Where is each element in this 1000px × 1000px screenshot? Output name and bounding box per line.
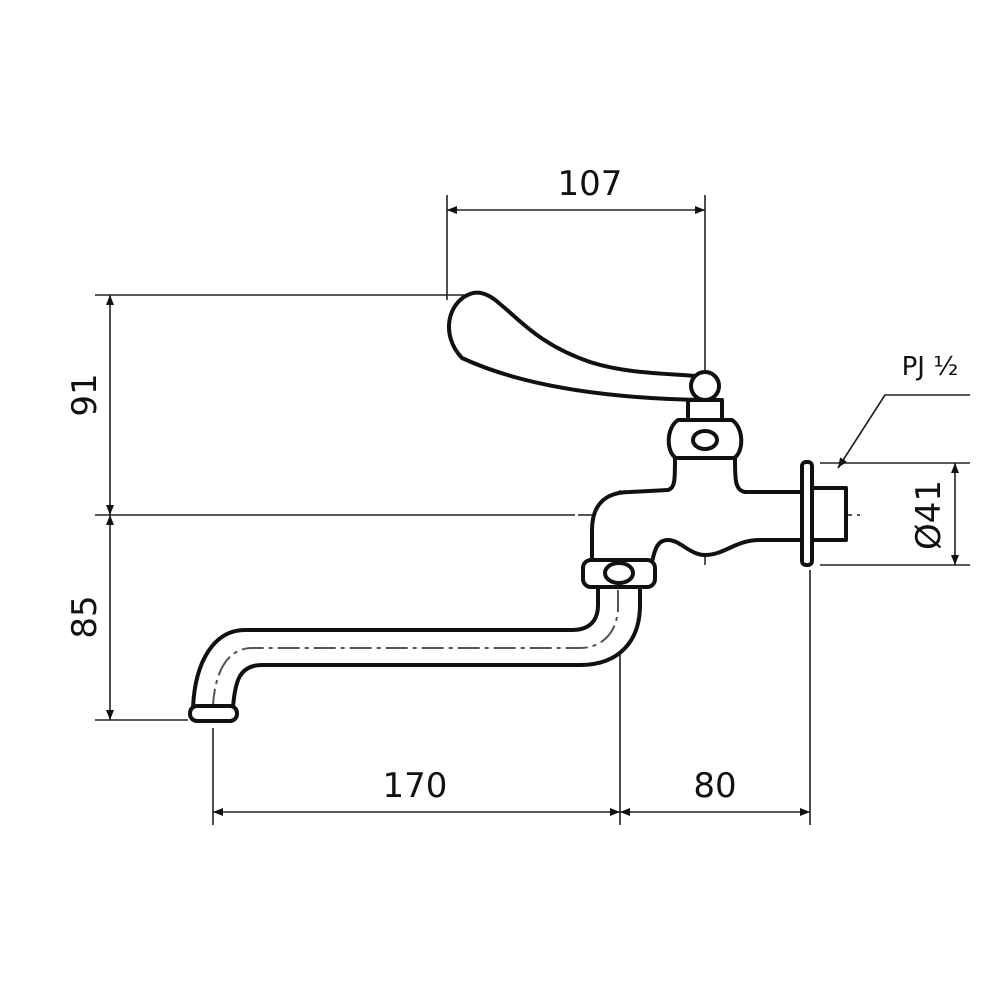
thread-leader — [837, 394, 970, 469]
spout-tip — [188, 704, 239, 723]
dim-91: 91 — [65, 373, 105, 416]
lever-handle — [446, 290, 721, 402]
spout — [191, 583, 642, 710]
dim-diameter-41: Ø41 — [909, 480, 949, 550]
dim-85: 85 — [65, 595, 105, 638]
thread-label: PJ ½ — [902, 352, 959, 382]
dimension-lines — [106, 206, 970, 816]
faucet — [188, 290, 848, 723]
body — [590, 456, 807, 564]
dim-80: 80 — [693, 766, 736, 806]
connector-nut — [810, 486, 848, 542]
dim-170: 170 — [383, 766, 448, 806]
stem — [686, 398, 724, 422]
dim-107: 107 — [558, 164, 623, 204]
